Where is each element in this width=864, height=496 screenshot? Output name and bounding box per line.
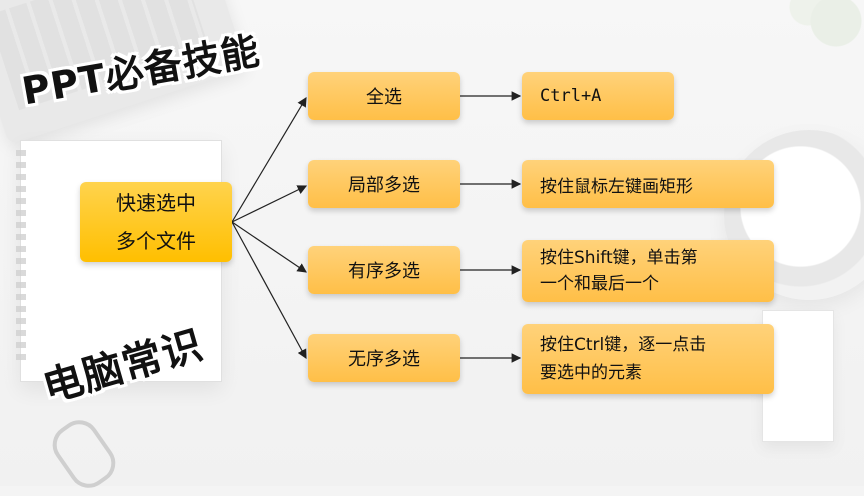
notebook-spiral-decoration <box>16 150 26 360</box>
connector-lines <box>231 91 522 363</box>
root-node: 快速选中 多个文件 <box>80 182 232 262</box>
branch-node-ordered-select: 有序多选 <box>308 246 460 294</box>
detail-node-ctrl-a: Ctrl+A <box>522 72 674 120</box>
connector-root-to-branch-2 <box>231 185 308 223</box>
detail-node-shift-click: 按住Shift键，单击第 一个和最后一个 <box>522 240 774 302</box>
detail-node-ctrl-line-1: 按住Ctrl键，逐一点击 <box>540 335 707 355</box>
detail-node-ctrl-click: 按住Ctrl键，逐一点击 要选中的元素 <box>522 324 774 394</box>
connector-root-to-branch-3 <box>231 221 307 273</box>
root-node-line-1: 快速选中 <box>116 191 196 215</box>
paper-decoration <box>762 310 834 442</box>
branch-node-unordered-select: 无序多选 <box>308 334 460 382</box>
branch-node-partial-select: 局部多选 <box>308 160 460 208</box>
connector-root-to-branch-4 <box>231 221 307 360</box>
detail-node-ctrl-line-2: 要选中的元素 <box>540 363 642 383</box>
branch-node-select-all: 全选 <box>308 72 460 120</box>
connector-root-to-branch-1 <box>231 96 307 223</box>
detail-node-shift-line-1: 按住Shift键，单击第 <box>540 248 698 268</box>
detail-node-drag-rectangle: 按住鼠标左键画矩形 <box>522 160 774 208</box>
root-node-line-2: 多个文件 <box>116 229 196 253</box>
detail-node-shift-line-2: 一个和最后一个 <box>540 274 659 294</box>
flower-decoration <box>724 0 864 70</box>
